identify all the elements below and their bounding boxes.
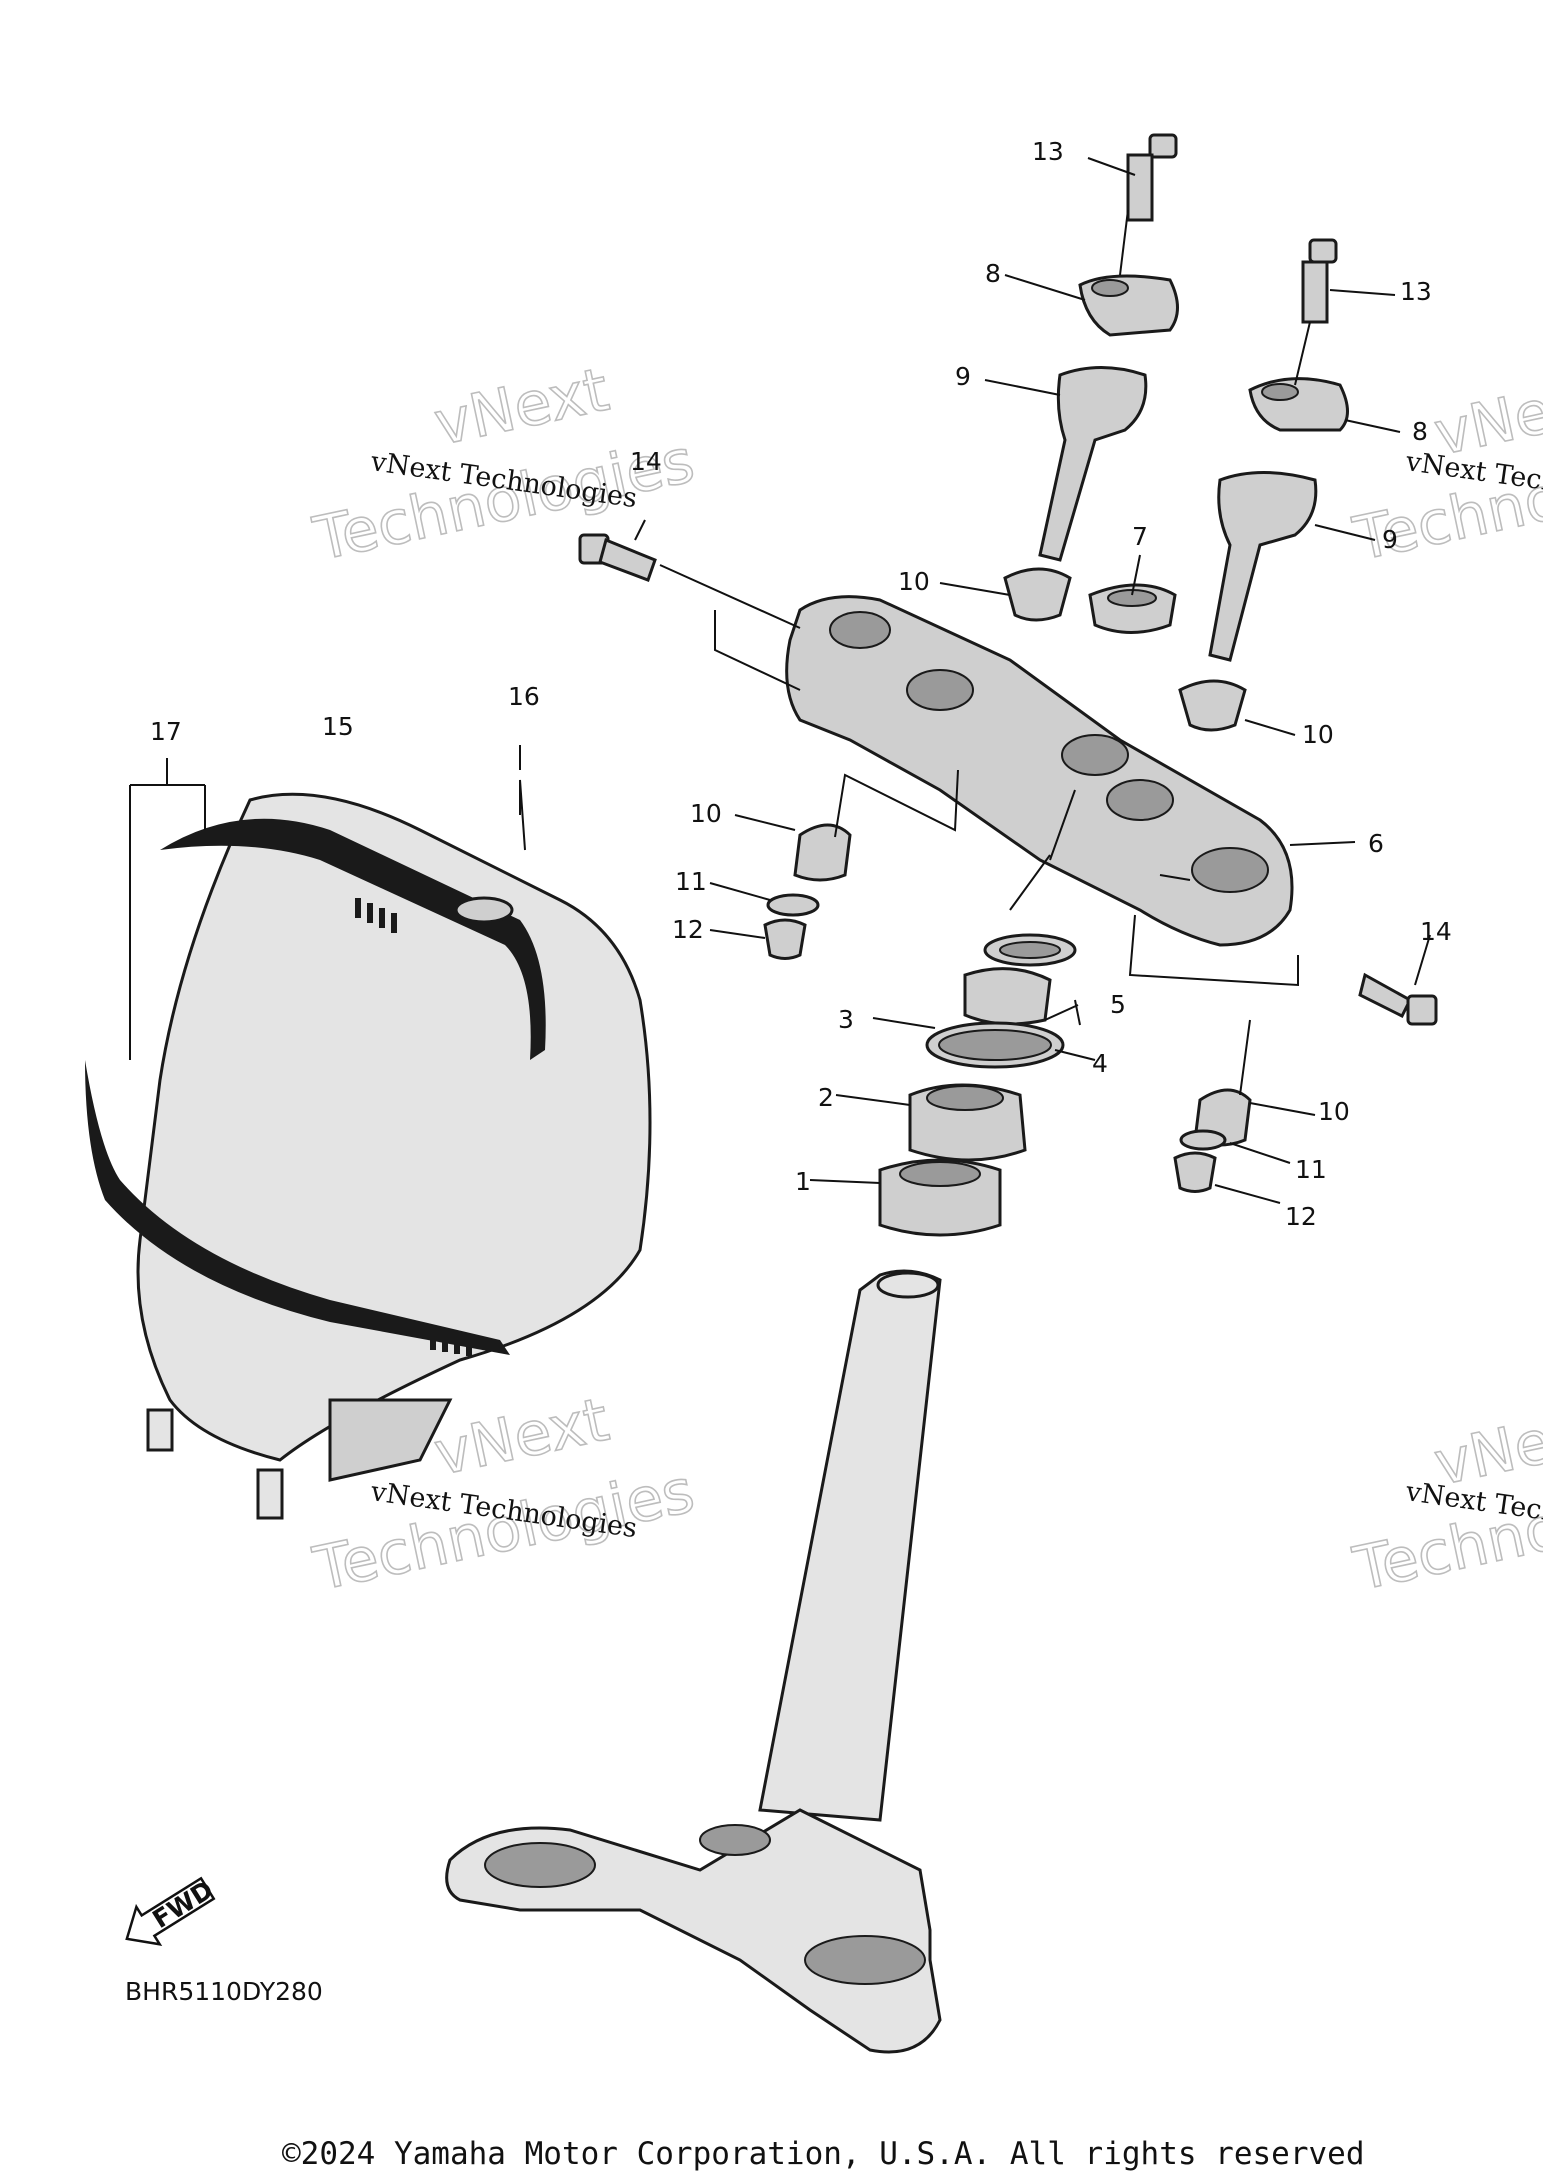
washer-5 — [983, 933, 1077, 967]
callout-2: 2 — [818, 1083, 834, 1112]
handlebar-holder-lower-left — [1038, 366, 1148, 562]
damper-10-a — [1003, 567, 1072, 622]
bolt-14-right — [1358, 972, 1438, 1026]
bolt-13-right — [1301, 238, 1338, 324]
damper-10-c — [793, 823, 852, 882]
callout-6: 6 — [1368, 829, 1384, 858]
callout-14-left: 14 — [630, 447, 662, 476]
nut-4 — [963, 967, 1052, 1026]
leader-lines — [519, 157, 1431, 1204]
nut-12-right — [1173, 1151, 1217, 1193]
callout-7: 7 — [1132, 522, 1148, 551]
washer-11-left — [766, 893, 820, 917]
damper-10-b — [1178, 679, 1247, 732]
fwd-label: FWD — [147, 1875, 218, 1934]
callout-12-left: 12 — [672, 915, 704, 944]
bracket-17 — [129, 758, 206, 1060]
watermark-top-right: vNext Technologies vNext Technologies — [1347, 364, 1543, 576]
callouts: 1 2 3 4 5 6 7 8 8 9 9 10 10 10 10 11 11 … — [150, 137, 1452, 1231]
bolt-13-left — [1126, 133, 1178, 222]
number-plate — [85, 792, 652, 1520]
callout-10-d: 10 — [1318, 1097, 1350, 1126]
upper-bracket — [785, 595, 1294, 947]
fwd-arrow-icon — [125, 1876, 216, 1946]
callout-14-right: 14 — [1420, 917, 1452, 946]
callout-1: 1 — [795, 1167, 811, 1196]
callout-16: 16 — [508, 682, 540, 711]
callout-15: 15 — [322, 712, 354, 741]
washer-11-right — [1179, 1129, 1227, 1151]
watermark-line2: Technologies — [308, 1456, 701, 1605]
callout-10-b: 10 — [1302, 720, 1334, 749]
copyright: ©2024 Yamaha Motor Corporation, U.S.A. A… — [282, 2136, 1365, 2172]
watermark-line1: vNext — [429, 355, 615, 460]
callout-9-right: 9 — [1382, 525, 1398, 554]
callout-8-left: 8 — [985, 259, 1001, 288]
callout-11-right: 11 — [1295, 1155, 1327, 1184]
nut-12-left — [763, 918, 807, 960]
bearing-2 — [908, 1083, 1027, 1162]
watermark-bottom-right: vNext Technologies vNext Technologies — [1347, 1394, 1543, 1606]
callout-10-c: 10 — [690, 799, 722, 828]
callout-12-right: 12 — [1285, 1202, 1317, 1231]
damper-7 — [1088, 583, 1177, 634]
callout-3: 3 — [838, 1005, 854, 1034]
callout-13-right: 13 — [1400, 277, 1432, 306]
callout-4: 4 — [1092, 1049, 1108, 1078]
bolt-14-left — [578, 533, 657, 582]
bearing-1 — [878, 1158, 1002, 1237]
callout-17: 17 — [150, 717, 182, 746]
seal-3 — [925, 1021, 1065, 1069]
diagram-code: BHR5110DY280 — [125, 1977, 323, 2006]
handlebar-holder-lower-right — [1208, 471, 1318, 662]
fwd-arrow: FWD — [125, 1875, 218, 1946]
callout-8-right: 8 — [1412, 417, 1428, 446]
lower-bracket-stem — [445, 1269, 942, 2054]
handlebar-holder-upper-left — [1078, 274, 1179, 337]
callout-10-a: 10 — [898, 567, 930, 596]
callout-13-left: 13 — [1032, 137, 1064, 166]
handlebar-holder-upper-right — [1248, 377, 1349, 432]
callout-11-left: 11 — [675, 867, 707, 896]
callout-5: 5 — [1110, 990, 1126, 1019]
watermark-line1: vNext — [429, 1385, 615, 1490]
callout-9-left: 9 — [955, 362, 971, 391]
